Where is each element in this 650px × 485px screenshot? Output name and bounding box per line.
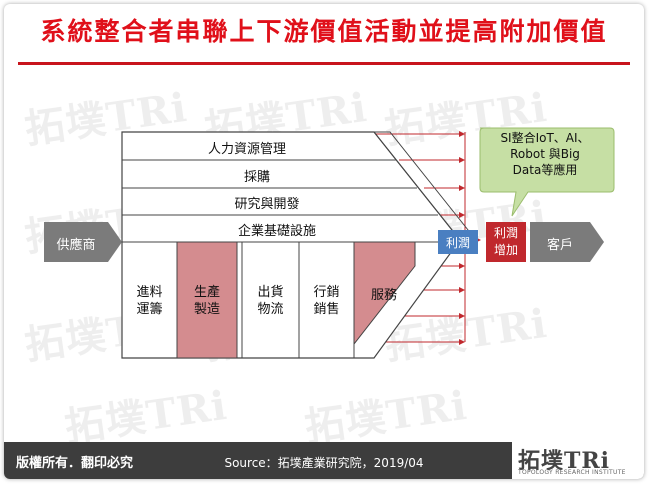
callout-line: SI整合IoT、AI、 xyxy=(500,131,590,145)
marketing-label-line: 銷售 xyxy=(313,302,340,317)
production-label-line: 製造 xyxy=(193,302,220,317)
callout-text: SI整合IoT、AI、 Robot 與Big Data等應用 xyxy=(484,130,606,178)
production-label: 生產 製造 xyxy=(177,284,237,318)
source-text: Source：拓墣產業研究院，2019/04 xyxy=(224,456,424,470)
outbound-label: 出貨 物流 xyxy=(242,284,299,318)
logo-background xyxy=(512,442,644,479)
supplier-arrow xyxy=(44,222,122,262)
profit-label: 利潤 xyxy=(445,236,470,250)
support-procurement-label: 採購 xyxy=(243,170,270,185)
inbound-label-line: 進料 xyxy=(136,285,163,300)
support-infrastructure-label: 企業基礎設施 xyxy=(237,224,316,239)
support-rnd-label: 研究與開發 xyxy=(234,197,300,212)
callout-line: Data等應用 xyxy=(512,163,578,177)
callout-bubble xyxy=(479,127,615,217)
profit-increase-label-line: 增加 xyxy=(493,243,518,257)
copyright-text: 版權所有．翻印必究 xyxy=(16,456,134,471)
profit-increase-label-line: 利潤 xyxy=(493,226,518,240)
slide-frame: 拓墣TRi 拓墣TRi 拓墣TRi 拓墣TRi 拓墣TRi 拓墣TRi 拓墣TR… xyxy=(4,4,644,479)
chevron-edge xyxy=(374,131,477,241)
production-cell xyxy=(176,241,238,359)
page-title: 系統整合者串聯上下游價值活動並提高附加價值 xyxy=(40,17,608,46)
profit-box xyxy=(438,230,478,254)
callout-line: Robot 與Big xyxy=(510,147,580,161)
support-hr-label: 人力資源管理 xyxy=(207,142,286,157)
supplier-label: 供應商 xyxy=(56,238,96,253)
outbound-label-line: 物流 xyxy=(257,302,284,317)
outbound-label-line: 出貨 xyxy=(257,285,284,300)
marketing-label: 行銷 銷售 xyxy=(299,284,354,318)
customer-label: 客戶 xyxy=(546,238,573,253)
production-label-line: 生產 xyxy=(193,285,220,300)
profit-increase-label: 利潤 增加 xyxy=(486,225,526,259)
inbound-label-line: 運籌 xyxy=(136,302,163,317)
tri-logo: 拓墣TRi xyxy=(518,448,611,474)
tri-logo-subtitle: TOPOLOGY RESEARCH INSTITUTE xyxy=(518,469,626,476)
service-label: 服務 xyxy=(370,288,397,303)
value-chain-diagram xyxy=(44,127,615,359)
marketing-label-line: 行銷 xyxy=(313,285,340,300)
title-divider xyxy=(18,62,630,65)
profit-increase-box xyxy=(486,222,526,262)
inbound-label: 進料 運籌 xyxy=(122,284,177,318)
customer-arrow xyxy=(530,222,604,262)
chevron-edge xyxy=(373,131,461,241)
